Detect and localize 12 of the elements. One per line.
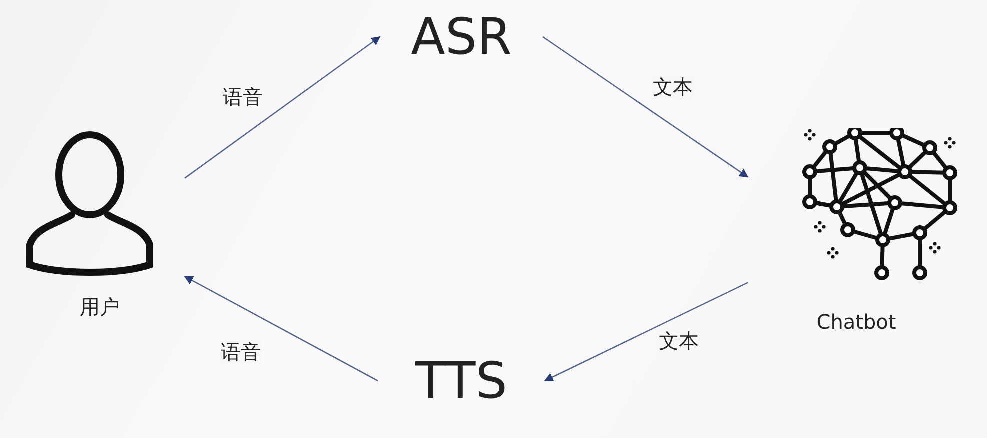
edge-label: 语音 bbox=[222, 86, 264, 108]
edge-label: 文本 bbox=[652, 76, 694, 98]
arrow bbox=[544, 282, 748, 382]
edge-label: 语音 bbox=[220, 341, 262, 363]
arrow bbox=[542, 36, 749, 178]
node-caption: Chatbot bbox=[816, 312, 898, 332]
edge-label: 文本 bbox=[658, 330, 700, 352]
arrow bbox=[184, 276, 378, 382]
process-label: TTS bbox=[414, 356, 508, 406]
arrow bbox=[184, 36, 381, 179]
node-caption: 用户 bbox=[79, 297, 121, 317]
process-label: ASR bbox=[410, 12, 513, 62]
